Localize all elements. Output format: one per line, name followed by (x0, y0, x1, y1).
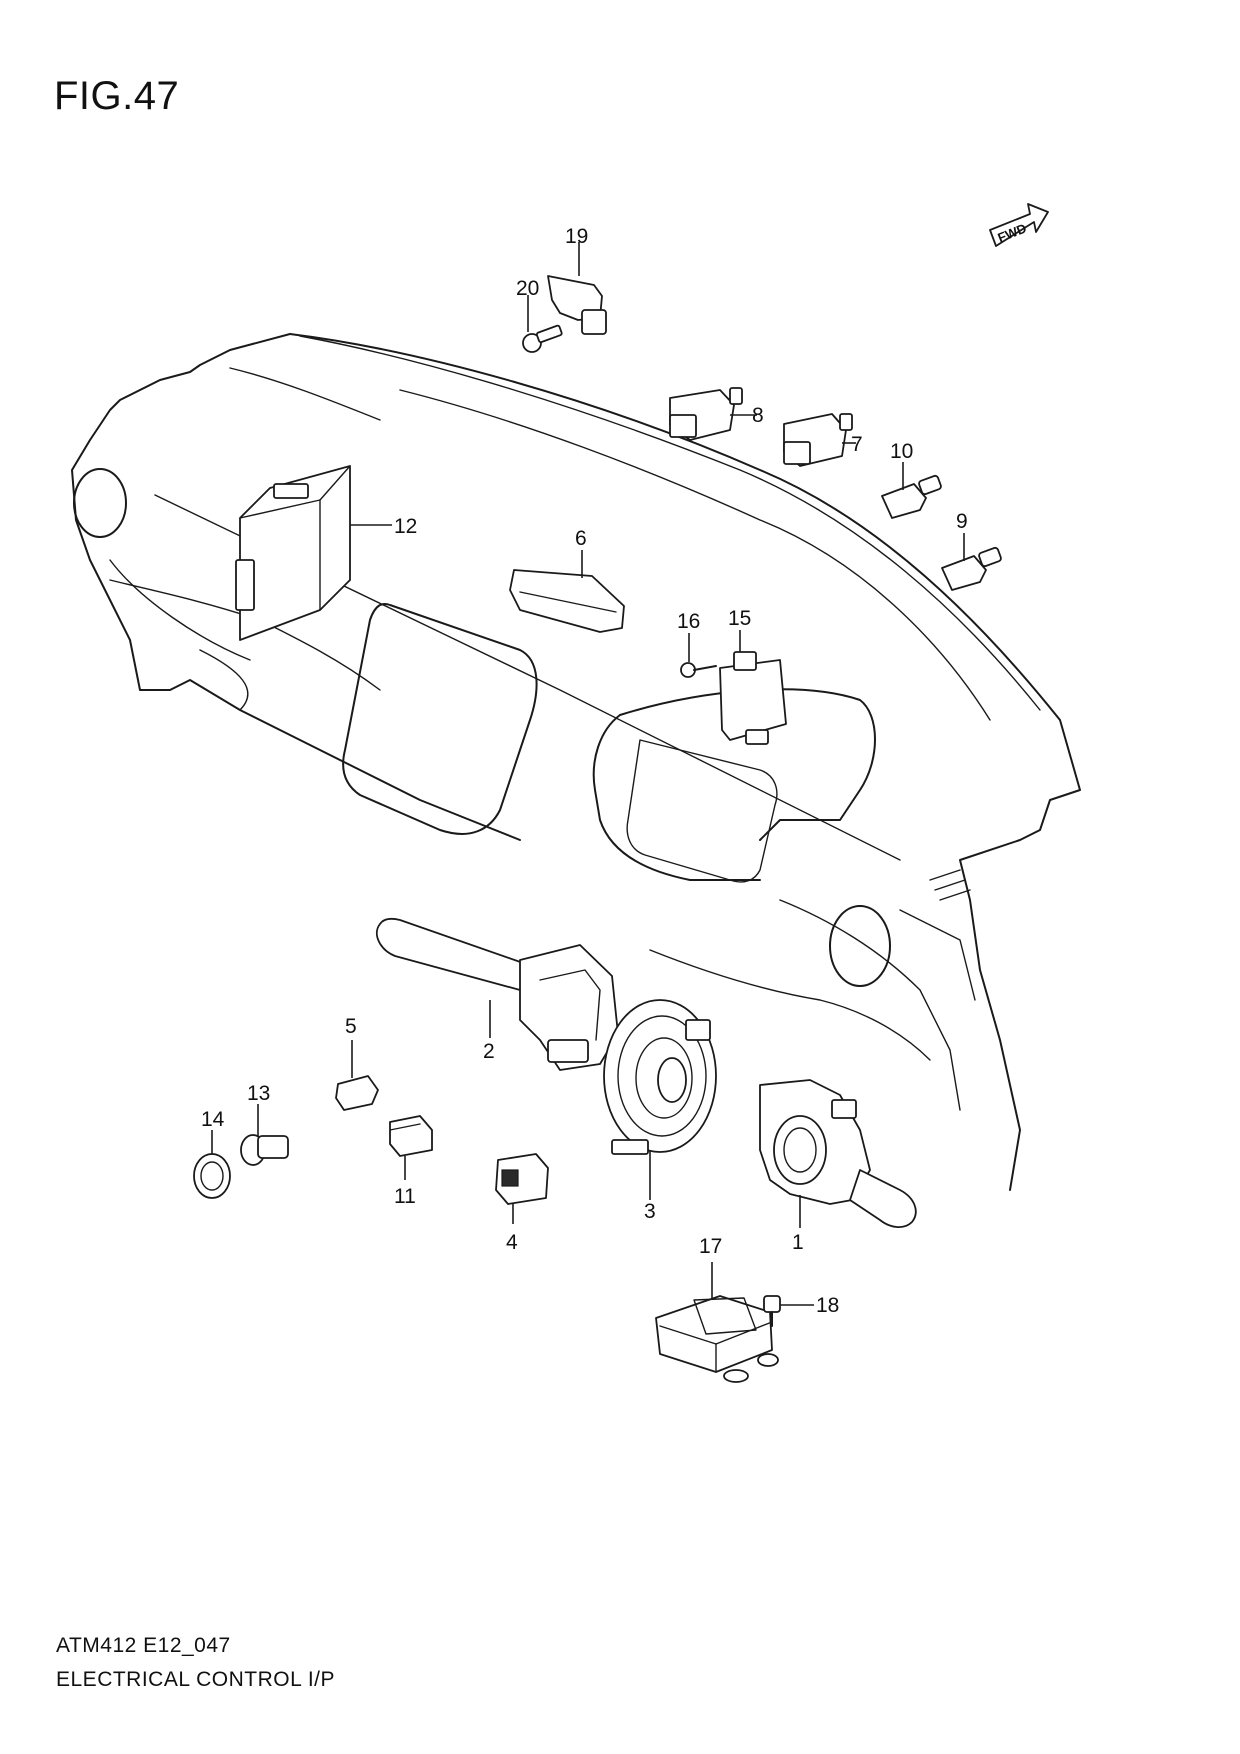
diagram-code: ATM412 E12_047 (56, 1634, 231, 1657)
part-18-bolt: 18 (763, 1294, 839, 1327)
part-3-spiral-cable: 3 (603, 999, 717, 1223)
callout-2: 2 (483, 1040, 495, 1063)
callout-6: 6 (575, 527, 587, 550)
part-6-switch-bar: 6 (509, 527, 625, 633)
callout-9: 9 (956, 510, 968, 533)
callout-5: 5 (345, 1015, 357, 1038)
callout-14: 14 (201, 1108, 225, 1131)
part-11-switch: 11 (389, 1115, 433, 1208)
part-1-combination-switch: 1 (759, 1079, 917, 1254)
callout-19: 19 (565, 225, 588, 248)
callout-16: 16 (677, 610, 700, 633)
callout-3: 3 (644, 1200, 656, 1223)
callout-1: 1 (792, 1231, 804, 1254)
figure-title: FIG.47 (54, 74, 180, 118)
callout-12: 12 (394, 515, 417, 538)
fwd-arrow-icon: FWD (989, 203, 1049, 247)
part-20-bolt: 20 (516, 277, 563, 353)
part-13-socket: 13 (240, 1082, 289, 1166)
part-17-airbag-module: 17 (655, 1235, 779, 1383)
part-16-screw: 16 (677, 610, 717, 678)
part-7-switch: 7 (783, 413, 863, 467)
callout-11: 11 (394, 1185, 416, 1208)
callout-18: 18 (816, 1294, 839, 1317)
callout-20: 20 (516, 277, 539, 300)
callout-15: 15 (728, 607, 751, 630)
callout-4: 4 (506, 1231, 518, 1254)
part-19-connector: 19 (547, 225, 607, 335)
callout-10: 10 (890, 440, 913, 463)
diagram-description: ELECTRICAL CONTROL I/P (56, 1668, 335, 1691)
callout-8: 8 (752, 404, 764, 427)
part-12-control-module: 12 (235, 465, 417, 641)
part-10-socket: 10 (881, 440, 942, 519)
instrument-panel (71, 333, 1081, 1191)
part-5-cap: 5 (335, 1015, 379, 1111)
callout-7: 7 (851, 433, 863, 456)
part-15-module: 15 (719, 607, 787, 745)
callout-17: 17 (699, 1235, 722, 1258)
part-14-ring: 14 (193, 1108, 231, 1199)
part-4-switch: 4 (495, 1153, 549, 1254)
fwd-label: FWD (996, 220, 1029, 245)
part-8-switch: 8 (669, 387, 764, 441)
part-2-wiper-switch: 2 (375, 917, 619, 1071)
part-9-socket: 9 (941, 510, 1002, 591)
callout-13: 13 (247, 1082, 270, 1105)
